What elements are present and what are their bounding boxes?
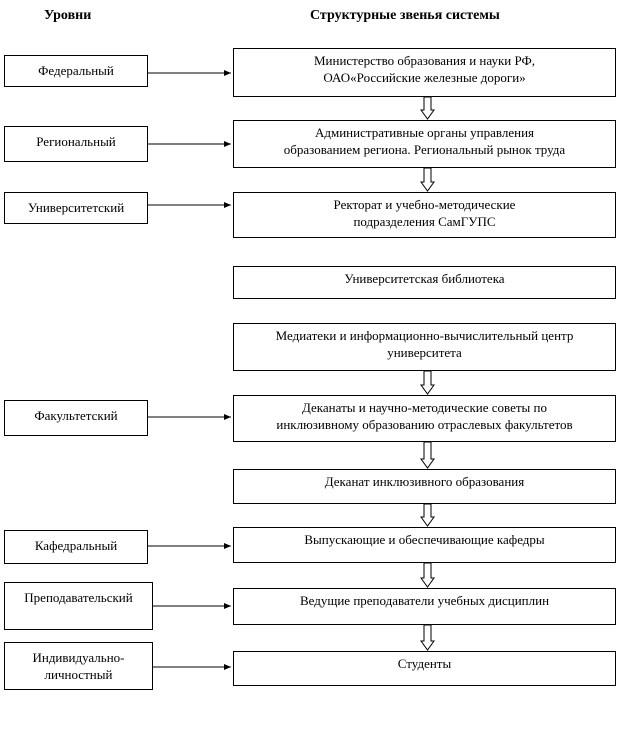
block-arrow-4 — [420, 441, 435, 469]
level-faculty: Факультетский — [4, 400, 148, 436]
link-deaneries: Деканаты и научно-методические советы по… — [233, 395, 616, 442]
link-students: Студенты — [233, 651, 616, 686]
link-ministry: Министерство образования и науки РФ, ОАО… — [233, 48, 616, 97]
structural-links-header: Структурные звенья системы — [310, 8, 500, 23]
level-regional: Региональный — [4, 126, 148, 162]
levels-header: Уровни — [44, 8, 92, 23]
level-teacher: Преподавательский — [4, 582, 153, 630]
link-departments: Выпускающие и обеспечивающие кафедры — [233, 527, 616, 563]
link-lead-teachers: Ведущие преподаватели учебных дисциплин — [233, 588, 616, 625]
block-arrow-7 — [420, 624, 435, 651]
block-arrow-1 — [420, 96, 435, 120]
block-arrow-3 — [420, 370, 435, 395]
block-arrow-2 — [420, 167, 435, 192]
link-rectorate: Ректорат и учебно-методические подраздел… — [233, 192, 616, 238]
level-federal: Федеральный — [4, 55, 148, 87]
block-arrow-5 — [420, 503, 435, 527]
link-media-center: Медиатеки и информационно-вычислительный… — [233, 323, 616, 371]
level-department: Кафедральный — [4, 530, 148, 564]
link-inclusive-deanery: Деканат инклюзивного образования — [233, 469, 616, 504]
block-arrow-6 — [420, 562, 435, 588]
link-library: Университетская библиотека — [233, 266, 616, 299]
link-regional-authorities: Административные органы управления образ… — [233, 120, 616, 168]
level-university: Университетский — [4, 192, 148, 224]
level-individual: Индивидуально- личностный — [4, 642, 153, 690]
